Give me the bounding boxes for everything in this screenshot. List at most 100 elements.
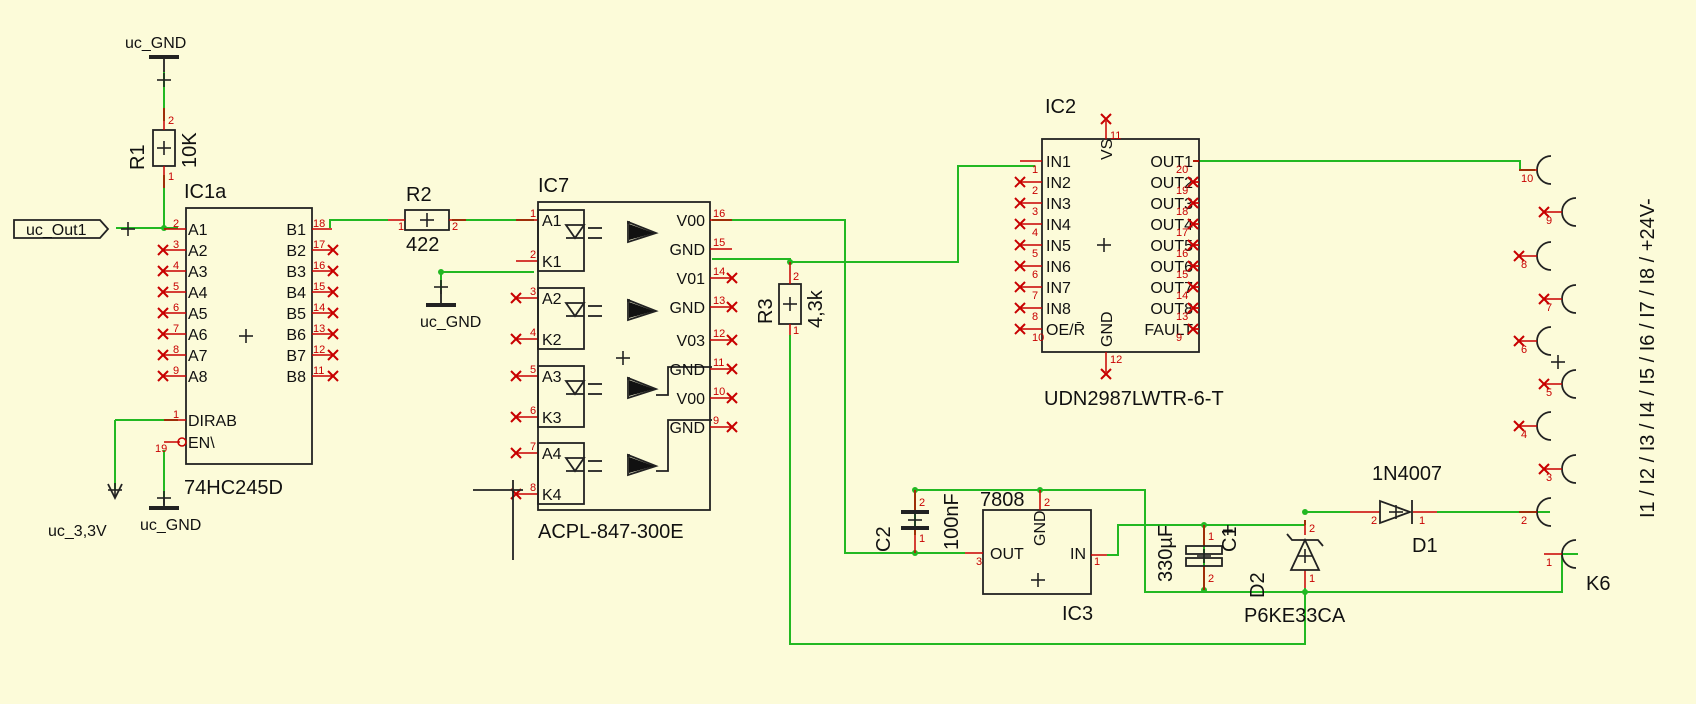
wire bbox=[712, 219, 965, 554]
connector-contact bbox=[1561, 454, 1577, 484]
pin-number: 2 bbox=[919, 497, 925, 509]
ic7-channel-box bbox=[537, 209, 585, 272]
ic1-value: 74HC245D bbox=[184, 477, 283, 499]
pin-number: 1 bbox=[1208, 531, 1214, 543]
ic7-pin-label: A3 bbox=[542, 369, 562, 386]
nc-mark bbox=[1187, 197, 1199, 209]
nc-mark bbox=[1513, 335, 1525, 347]
c2-name: C2 bbox=[873, 526, 895, 552]
pin-number: 1 bbox=[793, 325, 799, 337]
nc-mark bbox=[1014, 239, 1026, 251]
ic7-pin-label: GND bbox=[669, 242, 705, 259]
d2-bar bbox=[1286, 533, 1324, 547]
ic1-pin-label: A5 bbox=[188, 306, 208, 323]
ic2-pin-label: OUT7 bbox=[1150, 280, 1193, 297]
nc-mark bbox=[726, 334, 738, 346]
connector-contact bbox=[1536, 326, 1552, 356]
pin-number: 2 bbox=[530, 249, 536, 261]
pin-number: 17 bbox=[313, 239, 325, 251]
wire bbox=[1107, 524, 1305, 556]
ic1-pin-label: A2 bbox=[188, 243, 208, 260]
pin-number: 5 bbox=[530, 364, 536, 376]
r2-name: R2 bbox=[406, 184, 432, 206]
pin-number: 8 bbox=[530, 482, 536, 494]
ic7-channel-box bbox=[537, 287, 585, 350]
led-triangle bbox=[564, 302, 586, 318]
phototransistor-fill bbox=[629, 380, 654, 396]
port-uc-out1 bbox=[13, 219, 110, 239]
pin-number: 11 bbox=[313, 365, 324, 377]
d1-triangle bbox=[1379, 499, 1413, 525]
ic7-pin-label: V03 bbox=[677, 333, 706, 350]
pin-number: 5 bbox=[1546, 387, 1552, 399]
nc-mark bbox=[1187, 260, 1199, 272]
ic1-pin-label: A1 bbox=[188, 222, 208, 239]
nc-mark bbox=[157, 307, 169, 319]
ic7-pin-label: K3 bbox=[542, 410, 562, 427]
ic7-pin-label: V01 bbox=[677, 271, 706, 288]
ic3-name: IC3 bbox=[1062, 603, 1093, 625]
pin-number: 9 bbox=[713, 415, 719, 427]
pin-number: 2 bbox=[452, 221, 458, 233]
pin-number: 1 bbox=[1032, 164, 1038, 176]
pin-number: 1 bbox=[1094, 556, 1100, 568]
ic2-pin-label: OUT6 bbox=[1150, 259, 1193, 276]
r1-name: R1 bbox=[127, 144, 149, 170]
pin-number: 13 bbox=[1176, 311, 1188, 323]
pin-number: 10 bbox=[1032, 332, 1044, 344]
ic1-en-bubble bbox=[177, 437, 187, 447]
ic2-pin-label: IN7 bbox=[1046, 280, 1071, 297]
phototransistor bbox=[627, 453, 659, 477]
pin-number: 1 bbox=[530, 208, 536, 220]
ic3-pin-label: GND bbox=[1032, 510, 1049, 546]
pin-number: 4 bbox=[530, 327, 536, 339]
led-triangle bbox=[564, 457, 586, 473]
r2-value: 422 bbox=[406, 234, 439, 256]
ic7-body bbox=[537, 201, 711, 511]
nc-mark bbox=[726, 421, 738, 433]
ic3-value: 7808 bbox=[980, 489, 1025, 511]
nc-mark bbox=[726, 392, 738, 404]
c1-name: C1 bbox=[1219, 526, 1241, 552]
nc-mark bbox=[157, 370, 169, 382]
phototransistor bbox=[627, 220, 659, 244]
ic2-pin-label: OUT8 bbox=[1150, 301, 1193, 318]
nc-mark bbox=[327, 286, 339, 298]
nc-mark bbox=[327, 328, 339, 340]
r1-value: 10K bbox=[179, 132, 201, 168]
nc-mark bbox=[1187, 302, 1199, 314]
ic7-pin-label: A4 bbox=[542, 446, 562, 463]
pin-number: 4 bbox=[173, 260, 179, 272]
nc-mark bbox=[1014, 302, 1026, 314]
ic1-pin-label: A7 bbox=[188, 348, 208, 365]
nc-mark bbox=[1014, 176, 1026, 188]
nc-mark bbox=[1187, 323, 1199, 335]
supply-arrow bbox=[107, 483, 123, 501]
pin-number: 11 bbox=[1110, 130, 1121, 142]
pin-number: 18 bbox=[313, 218, 325, 230]
pin-number: 10 bbox=[1521, 173, 1533, 185]
pin-number: 5 bbox=[173, 281, 179, 293]
nc-mark bbox=[726, 363, 738, 375]
ic2-pin-label: IN5 bbox=[1046, 238, 1071, 255]
pin-number: 16 bbox=[313, 260, 325, 272]
nc-mark bbox=[1538, 378, 1550, 390]
wire bbox=[915, 489, 1305, 593]
nc-mark bbox=[510, 370, 522, 382]
nc-mark bbox=[1100, 113, 1112, 125]
nc-mark bbox=[1014, 260, 1026, 272]
ic1-pin-label: B6 bbox=[286, 327, 306, 344]
ic2-pin-label: OUT3 bbox=[1150, 196, 1193, 213]
ic2-pin-label: IN6 bbox=[1046, 259, 1071, 276]
ic1-pin-label: A3 bbox=[188, 264, 208, 281]
pin-number: 6 bbox=[1032, 269, 1038, 281]
nc-mark bbox=[510, 411, 522, 423]
ic2-pin-label: IN4 bbox=[1046, 217, 1071, 234]
ic2-pin-label: OUT5 bbox=[1150, 238, 1193, 255]
connector-contact bbox=[1561, 539, 1577, 569]
pin-number: 15 bbox=[313, 281, 325, 293]
pin-number: 1 bbox=[1419, 515, 1425, 527]
pin-number: 3 bbox=[1546, 472, 1552, 484]
pin-number: 14 bbox=[313, 302, 325, 314]
